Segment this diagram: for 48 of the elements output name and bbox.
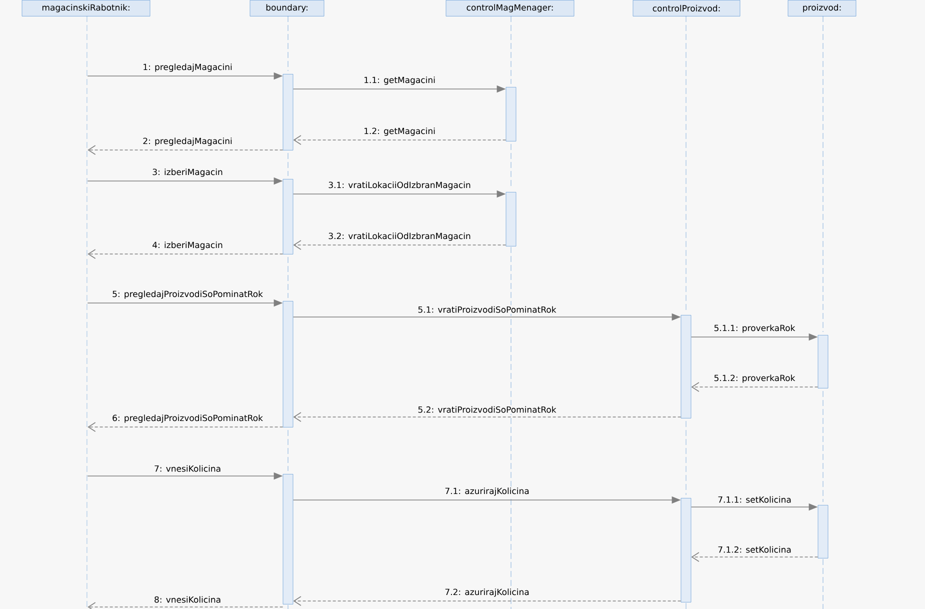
message-label: 7.1: azurirajKolicina <box>445 488 529 496</box>
lifeline-head: proizvod: <box>788 0 856 16</box>
message-arrow <box>88 422 284 432</box>
activation-bar <box>282 74 294 150</box>
message-label: 5: pregledajProizvodiSoPominatRok <box>112 290 263 299</box>
lifeline <box>86 16 88 609</box>
lifeline-head: magacinskiRabotnik: <box>22 0 150 16</box>
message-label: 5.1.2: proverkaRok <box>714 374 796 383</box>
lifeline-head: controlMagMenager: <box>446 0 574 16</box>
message-label: 3.1: vratiLokaciiOdIzbranMagacin <box>328 182 470 190</box>
message-label: 5.2: vratiProizvodiSoPominatRok <box>418 406 556 413</box>
message-arrow <box>691 382 818 392</box>
message-arrow <box>88 145 284 155</box>
message-label: 7.2: azurirajKolicina <box>445 588 529 597</box>
activation-bar <box>680 498 692 602</box>
lifeline <box>822 16 824 609</box>
message-label: 7: vnesiKolicina <box>154 465 220 472</box>
message-label: 1.1: getMagacini <box>364 76 435 85</box>
message-label: 7.1.2: setKolicina <box>718 546 791 553</box>
activation-bar <box>282 474 294 604</box>
message-arrow <box>293 596 682 606</box>
activation-bar <box>282 301 294 428</box>
message-label: 6: pregledajProizvodiSoPominatRok <box>112 414 263 423</box>
message-arrow <box>88 602 284 609</box>
message-label: 4: izberiMagacin <box>152 242 222 250</box>
message-label: 3: izberiMagacin <box>152 168 222 177</box>
lifeline <box>510 16 512 609</box>
message-label: 5.1: vratiProizvodiSoPominatRok <box>418 306 556 313</box>
message-arrow <box>293 135 506 145</box>
message-arrow <box>293 240 506 250</box>
message-label: 1.2: getMagacini <box>364 128 435 136</box>
message-arrow <box>293 412 682 422</box>
message-label: 2: pregledajMagacini <box>143 138 232 146</box>
message-label: 8: vnesiKolicina <box>154 596 220 603</box>
message-label: 5.1.1: proverkaRok <box>714 324 796 333</box>
message-arrow <box>691 552 818 562</box>
activation-bar <box>506 87 516 142</box>
activation-bar <box>680 315 692 418</box>
lifeline-head: boundary: <box>250 0 324 16</box>
activation-bar <box>282 179 294 254</box>
activation-bar <box>506 192 516 246</box>
message-arrow <box>88 249 284 259</box>
message-label: 1: pregledajMagacini <box>144 64 232 72</box>
activation-bar <box>818 505 828 558</box>
activation-bar <box>818 335 828 388</box>
message-label: 7.1.1: setKolicina <box>718 496 791 503</box>
lifeline-head: controlProizvod: <box>632 0 740 16</box>
message-label: 3.2: vratiLokaciiOdIzbranMagacin <box>328 232 470 241</box>
